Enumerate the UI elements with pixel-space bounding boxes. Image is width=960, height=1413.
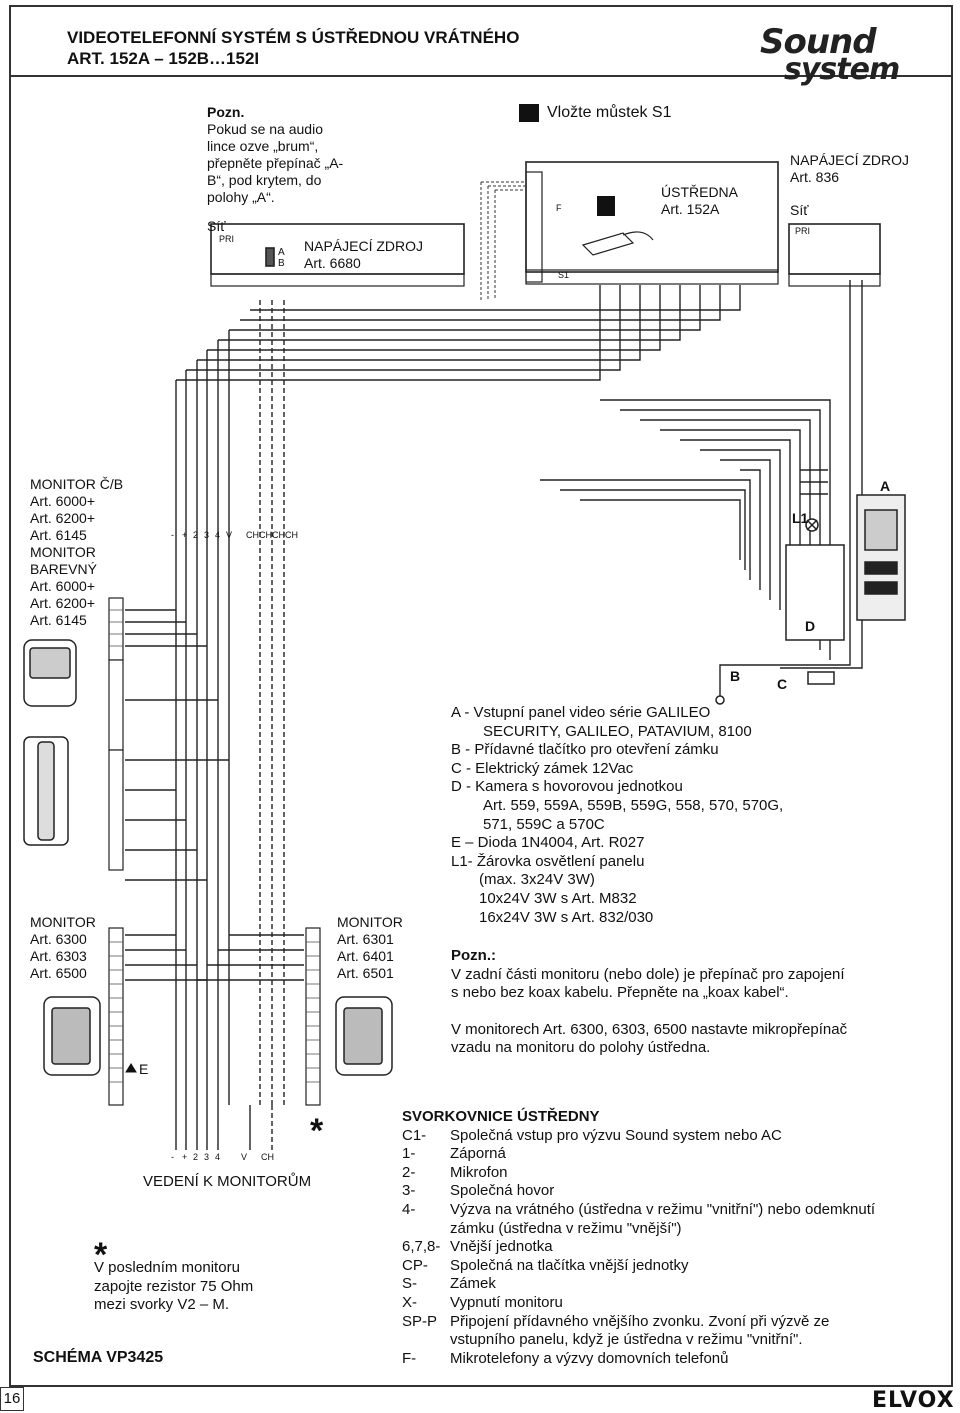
page-frame [9,77,953,1387]
terminal-row: 3-Společná hovor [402,1182,555,1200]
terminal-row: 2-Mikrofon [402,1163,508,1181]
mid-note: Pozn.: V zadní části monitoru (nebo dole… [451,947,848,1057]
power-right-mains: Síť [790,202,809,218]
schema-title: SCHÉMA VP3425 [33,1349,164,1366]
power-left-mains: Síť [207,218,226,234]
bridge-note: Vložte můstek S1 [547,104,672,121]
terminals-title: SVORKOVNICE ÚSTŘEDNY [402,1108,600,1125]
label-l1: L1 [792,510,809,526]
diode-e [125,1063,137,1073]
elvox-logo: ELVOX [872,1388,955,1413]
power-right-title: NAPÁJECÍ ZDROJ Art. 836 [790,152,910,185]
switch-b-label: B [278,258,285,269]
switch-a-label: A [278,247,285,258]
monitor-6301-label: MONITOR Art. 6301 Art. 6401 Art. 6501 [337,914,403,981]
terminal-row: CP-Společná na tlačítka vnější jednotky [402,1256,689,1274]
central-f-label: F [556,203,562,213]
terminal-row: vstupního panelu, když je ústředna v rež… [450,1331,803,1349]
label-d: D [805,618,816,634]
label-b: B [730,668,741,684]
terminal-row: C1-Společná vstup pro výzvu Sound system… [402,1126,782,1144]
page-number: 16 [0,1387,24,1411]
star-top: * [310,1112,324,1150]
bottom-bus-label-row: - + 2 3 4 V CH [171,1152,274,1162]
power-left-title: NAPÁJECÍ ZDROJ Art. 6680 [304,238,424,271]
sound-system-logo: Sound system [760,22,900,87]
star-bottom: * [94,1236,108,1274]
central-unit [525,161,779,273]
power-right-pri: PRI [795,226,811,236]
title-line-2: ART. 152A – 152B…152I [67,49,260,68]
top-note-title: Pozn. [207,104,245,120]
header-box: VIDEOTELEFONNÍ SYSTÉM S ÚSTŘEDNOU VRÁTNÉ… [9,5,953,77]
terminal-row: X-Vypnutí monitoru [402,1293,563,1311]
label-a: A [880,478,891,494]
document-title: VIDEOTELEFONNÍ SYSTÉM S ÚSTŘEDNOU VRÁTNÉ… [67,27,519,69]
terminal-row: S-Zámek [402,1275,496,1293]
resistor-note: V posledním monitoru zapojte rezistor 75… [94,1259,254,1314]
terminal-row: 6,7,8-Vnější jednotka [402,1238,553,1256]
title-line-1: VIDEOTELEFONNÍ SYSTÉM S ÚSTŘEDNOU VRÁTNÉ… [67,28,520,47]
central-s1-label: S1 [558,270,570,280]
camera-unit-d [785,544,845,641]
terminal-row: 4-Výzva na vrátného (ústředna v režimu "… [402,1200,876,1218]
terminal-row: zámku (ústředna v režimu "vnější") [450,1219,682,1237]
button-b [715,695,725,705]
label-e: E [139,1061,149,1077]
monitor-6300-label: MONITOR Art. 6300 Art. 6303 Art. 6500 [30,914,96,981]
terminal-row: 1-Záporná [402,1145,506,1163]
power-left-pri: PRI [219,234,235,244]
wiring-to-monitors: VEDENÍ K MONITORŮM [143,1173,312,1190]
monitor-bw-label: MONITOR Č/B Art. 6000+ Art. 6200+ Art. 6… [30,476,124,628]
label-c: C [777,676,788,692]
bus-label-row: - + 2 3 4 V CH CH CH CH [171,530,298,540]
terminals-block: SVORKOVNICE ÚSTŘEDNY C1-Společná vstup p… [402,1108,932,1368]
central-unit-label: ÚSTŘEDNA Art. 152A [661,184,739,217]
legend: A - Vstupní panel video série GALILEO SE… [451,704,784,926]
terminal-row: F-Mikrotelefony a výzvy domovních telefo… [402,1349,729,1367]
lock-c [807,671,835,685]
top-note: Pozn. Pokud se na audio lince ozve „brum… [207,104,353,206]
